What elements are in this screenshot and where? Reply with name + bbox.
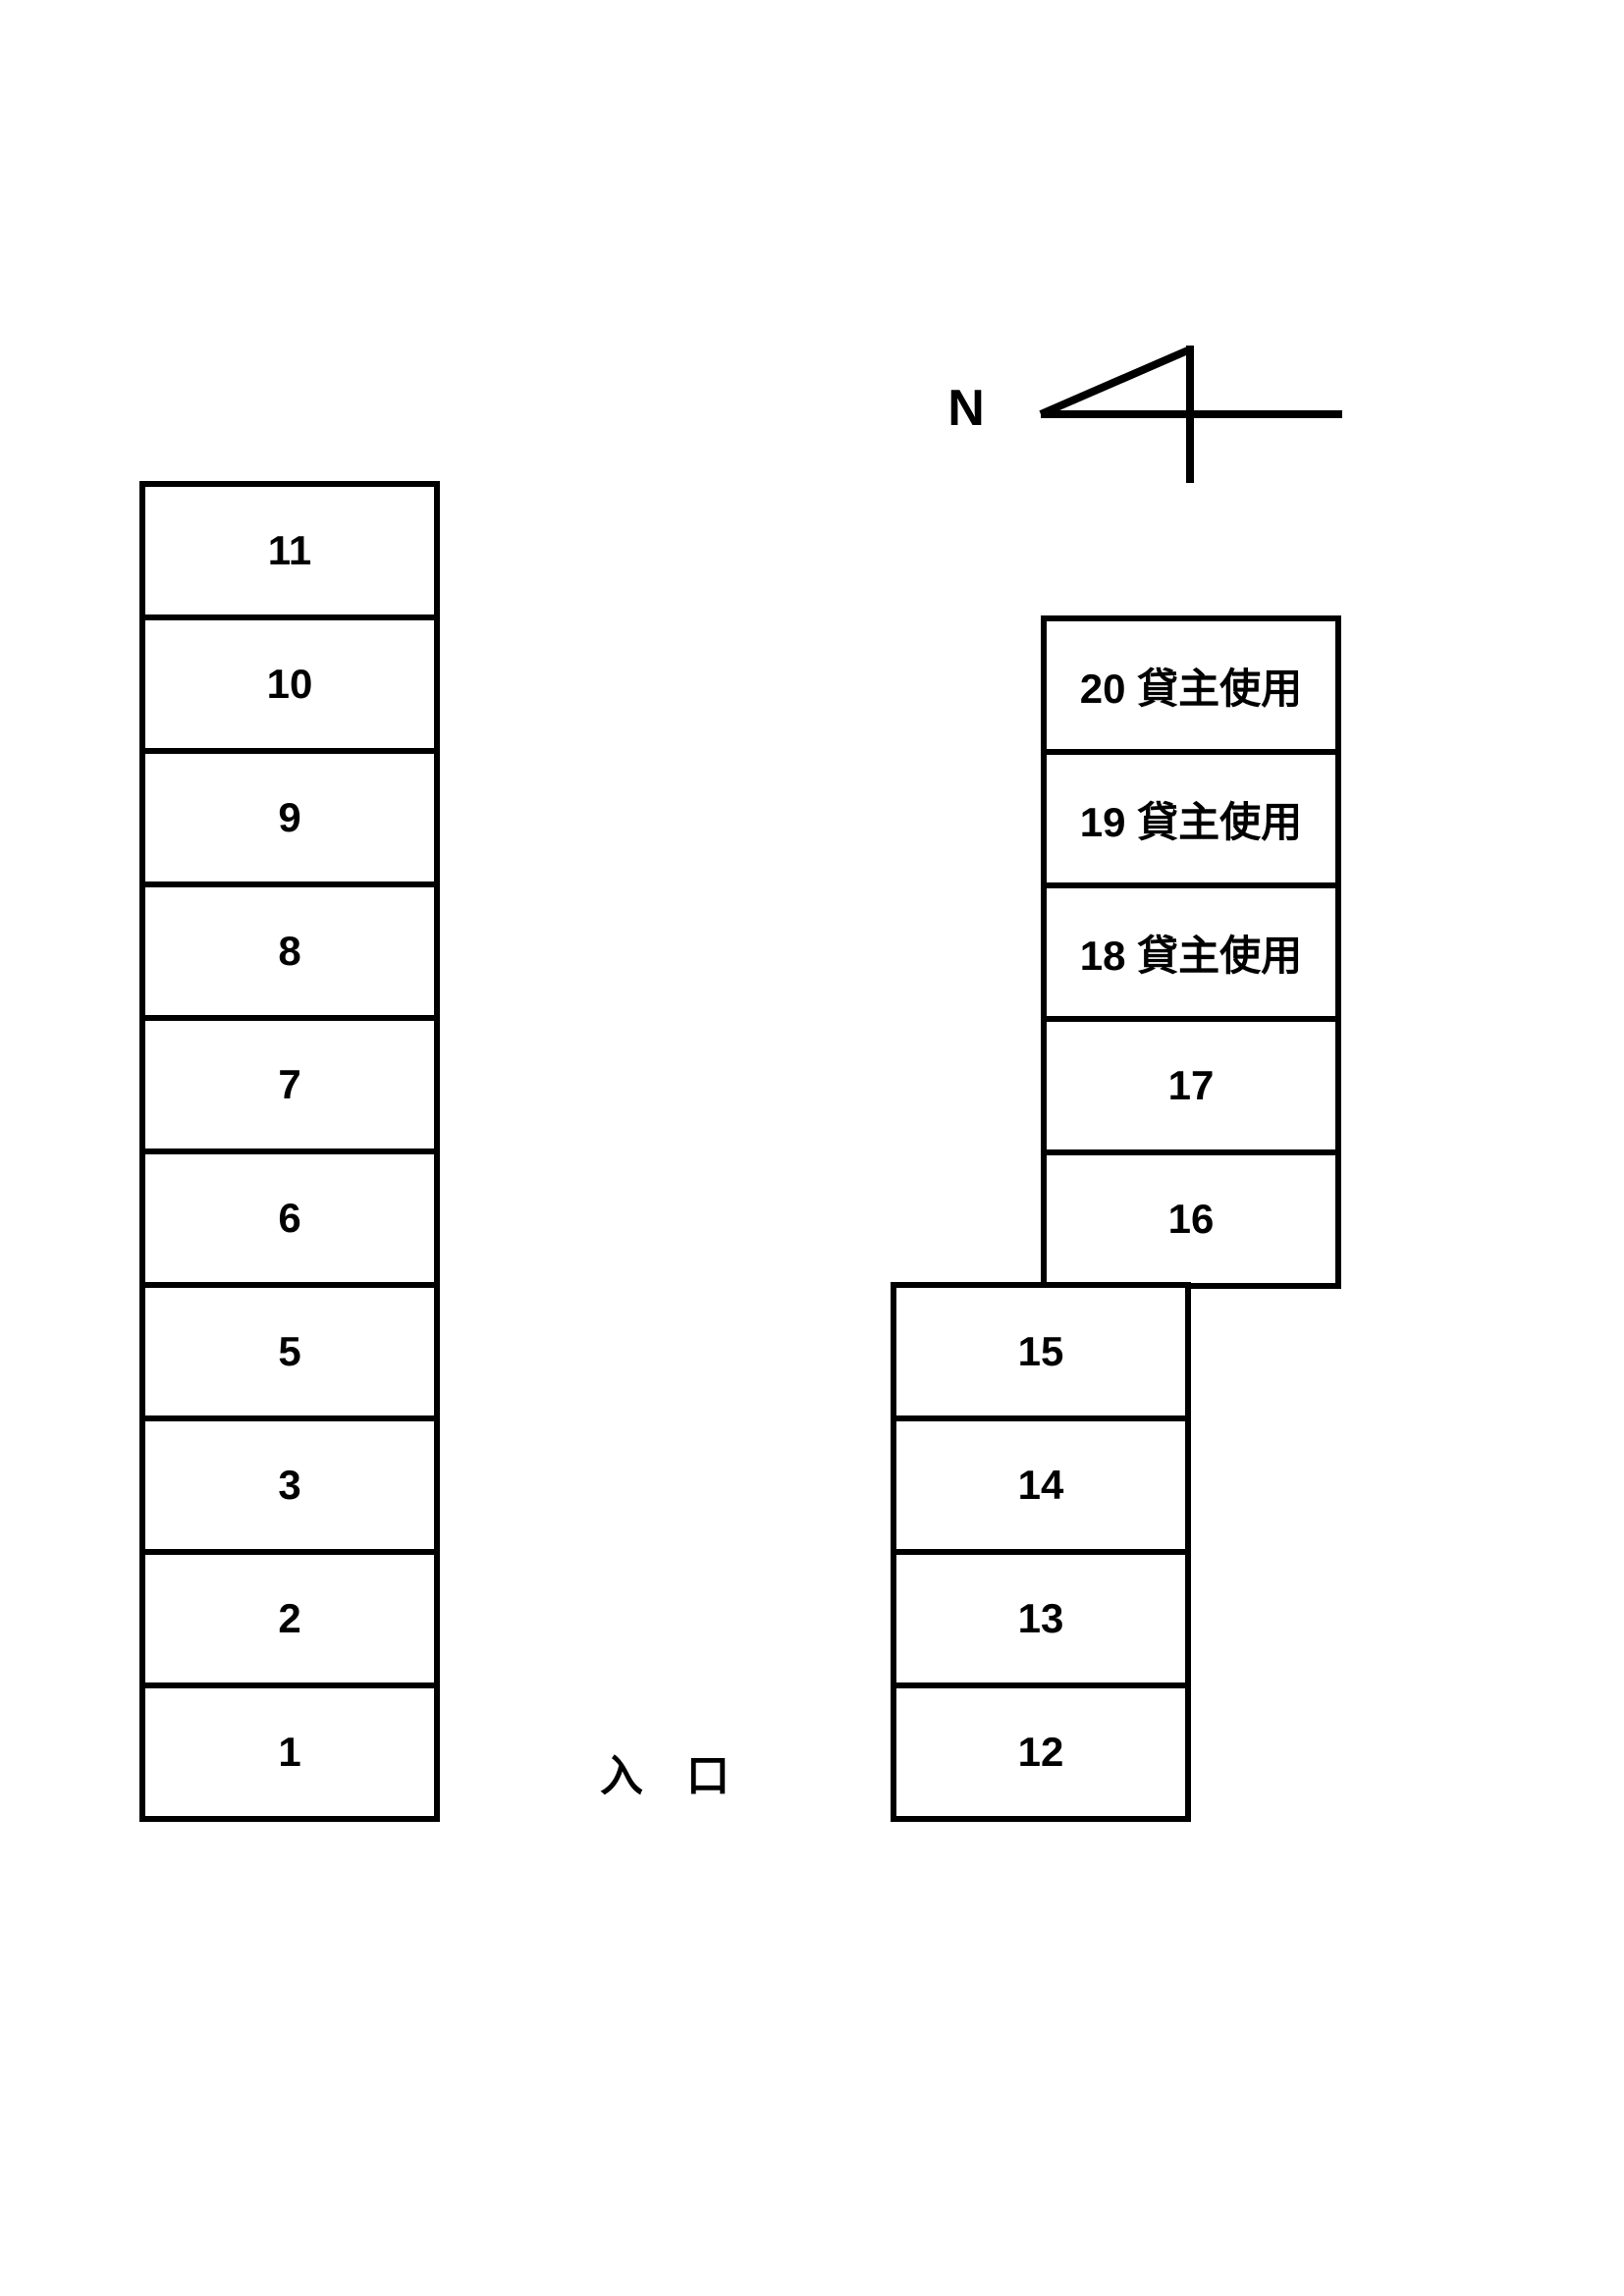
parking-stall-8: 8 — [139, 881, 440, 1021]
parking-stall-20: 20 貸主使用 — [1041, 615, 1341, 755]
parking-stall-18: 18 貸主使用 — [1041, 882, 1341, 1022]
parking-stall-15: 15 — [891, 1282, 1191, 1421]
parking-stall-13: 13 — [891, 1549, 1191, 1688]
parking-stall-2: 2 — [139, 1549, 440, 1688]
parking-stall-12: 12 — [891, 1682, 1191, 1822]
entrance-label: 入 口 — [600, 1752, 730, 1800]
compass-n-label: N — [947, 380, 985, 437]
parking-stall-3: 3 — [139, 1415, 440, 1555]
parking-stall-16: 16 — [1041, 1149, 1341, 1289]
left-stall-column: 11 10 9 8 7 6 5 3 2 1 — [139, 481, 440, 1822]
parking-stall-7: 7 — [139, 1015, 440, 1154]
parking-stall-19: 19 貸主使用 — [1041, 749, 1341, 888]
parking-stall-10: 10 — [139, 614, 440, 754]
parking-stall-14: 14 — [891, 1415, 1191, 1555]
parking-stall-17: 17 — [1041, 1016, 1341, 1155]
north-arrow-icon — [1039, 346, 1342, 483]
parking-stall-6: 6 — [139, 1148, 440, 1288]
parking-stall-1: 1 — [139, 1682, 440, 1822]
upper-right-stall-column: 20 貸主使用 19 貸主使用 18 貸主使用 17 16 — [1041, 615, 1341, 1289]
lower-right-stall-column: 15 14 13 12 — [891, 1282, 1191, 1822]
parking-stall-5: 5 — [139, 1282, 440, 1421]
parking-stall-11: 11 — [139, 481, 440, 620]
parking-stall-9: 9 — [139, 748, 440, 887]
